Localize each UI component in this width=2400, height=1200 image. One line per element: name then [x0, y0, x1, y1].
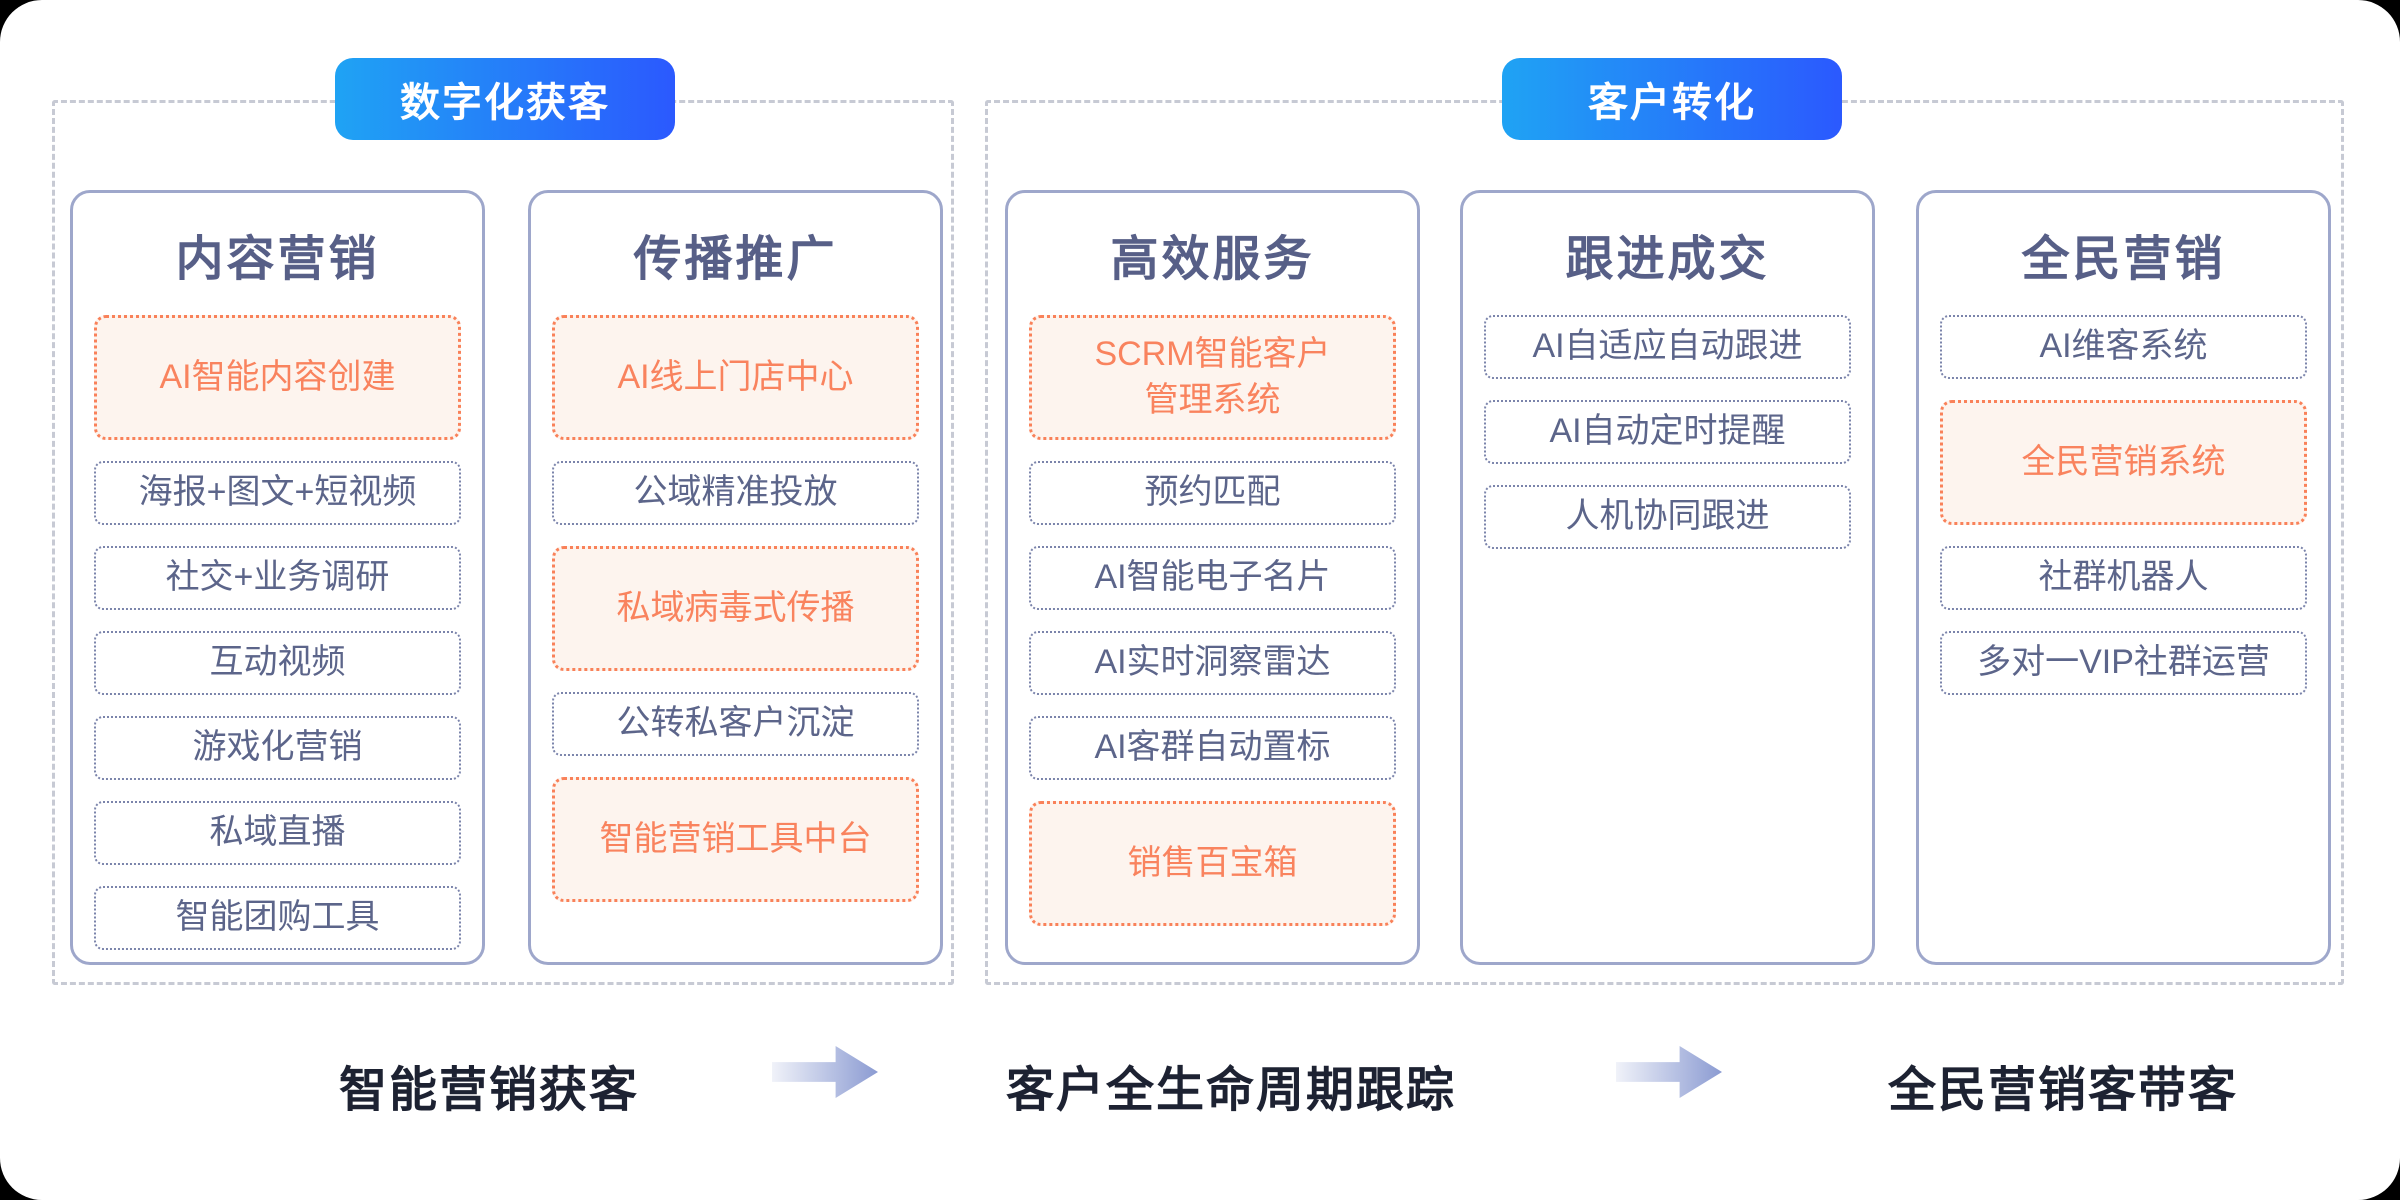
section-badge-digital-acquisition: 数字化获客 [335, 58, 675, 140]
feature-item: AI实时洞察雷达 [1029, 631, 1396, 695]
feature-item: 人机协同跟进 [1484, 485, 1851, 549]
arrow-right-icon [1616, 1046, 1722, 1098]
feature-item: AI客群自动置标 [1029, 716, 1396, 780]
item-list: SCRM智能客户 管理系统 预约匹配 AI智能电子名片 AI实时洞察雷达 AI客… [1029, 315, 1396, 926]
item-list: AI自适应自动跟进 AI自动定时提醒 人机协同跟进 [1484, 315, 1851, 549]
feature-item: AI自动定时提醒 [1484, 400, 1851, 464]
card-title: 跟进成交 [1565, 233, 1770, 286]
item-list: AI维客系统 全民营销系统 社群机器人 多对一VIP社群运营 [1940, 315, 2307, 695]
feature-item-highlight: 私域病毒式传播 [552, 546, 919, 671]
feature-item: 公域精准投放 [552, 461, 919, 525]
feature-item: AI智能电子名片 [1029, 546, 1396, 610]
section-badge-customer-conversion: 客户转化 [1502, 58, 1842, 140]
feature-item-highlight: SCRM智能客户 管理系统 [1029, 315, 1396, 440]
feature-item: 多对一VIP社群运营 [1940, 631, 2307, 695]
feature-item: 互动视频 [94, 631, 461, 695]
feature-item: 公转私客户沉淀 [552, 692, 919, 756]
feature-item: 游戏化营销 [94, 716, 461, 780]
feature-item-highlight: 销售百宝箱 [1029, 801, 1396, 926]
feature-item: AI维客系统 [1940, 315, 2307, 379]
feature-item: AI自适应自动跟进 [1484, 315, 1851, 379]
card-title: 高效服务 [1110, 233, 1315, 286]
feature-item-highlight: AI智能内容创建 [94, 315, 461, 440]
item-list: AI线上门店中心 公域精准投放 私域病毒式传播 公转私客户沉淀 智能营销工具中台 [552, 315, 919, 902]
card-efficient-service: 高效服务 SCRM智能客户 管理系统 预约匹配 AI智能电子名片 AI实时洞察雷… [1005, 190, 1420, 965]
card-content-marketing: 内容营销 AI智能内容创建 海报+图文+短视频 社交+业务调研 互动视频 游戏化… [70, 190, 485, 965]
flow-step-customer-lifecycle-tracking: 客户全生命周期跟踪 [1005, 1064, 1457, 1117]
feature-item: 私域直播 [94, 801, 461, 865]
arrow-right-icon [772, 1046, 878, 1098]
card-title: 内容营销 [175, 233, 380, 286]
feature-item-highlight: 智能营销工具中台 [552, 777, 919, 902]
card-title: 传播推广 [633, 233, 838, 286]
card-spread-promotion: 传播推广 AI线上门店中心 公域精准投放 私域病毒式传播 公转私客户沉淀 智能营… [528, 190, 943, 965]
flow-step-smart-marketing-acquisition: 智能营销获客 [338, 1064, 640, 1117]
feature-item: 海报+图文+短视频 [94, 461, 461, 525]
feature-item: 预约匹配 [1029, 461, 1396, 525]
feature-item-highlight: AI线上门店中心 [552, 315, 919, 440]
feature-item-highlight: 全民营销系统 [1940, 400, 2307, 525]
feature-item: 社交+业务调研 [94, 546, 461, 610]
item-list: AI智能内容创建 海报+图文+短视频 社交+业务调研 互动视频 游戏化营销 私域… [94, 315, 461, 950]
flow-step-everyone-marketing-referral: 全民营销客带客 [1887, 1064, 2239, 1117]
card-title: 全民营销 [2021, 233, 2226, 286]
feature-item: 智能团购工具 [94, 886, 461, 950]
card-everyone-marketing: 全民营销 AI维客系统 全民营销系统 社群机器人 多对一VIP社群运营 [1916, 190, 2331, 965]
feature-item: 社群机器人 [1940, 546, 2307, 610]
card-follow-up-deal: 跟进成交 AI自适应自动跟进 AI自动定时提醒 人机协同跟进 [1460, 190, 1875, 965]
